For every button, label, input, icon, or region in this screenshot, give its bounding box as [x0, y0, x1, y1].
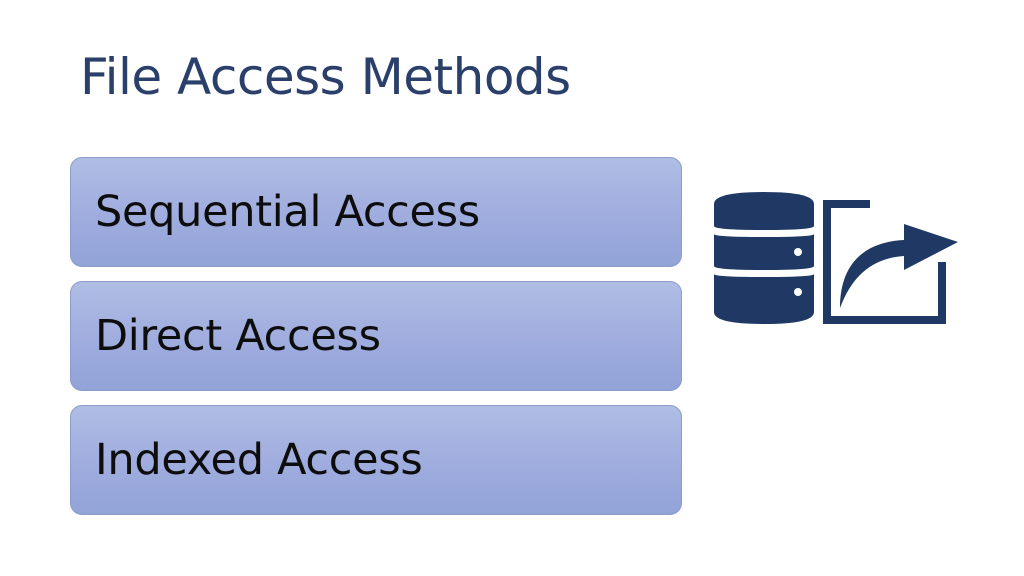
slide-title: File Access Methods	[80, 48, 571, 106]
method-box-direct: Direct Access	[70, 281, 682, 391]
method-label: Direct Access	[95, 311, 381, 361]
share-export-icon	[823, 200, 958, 324]
file-access-graphic	[714, 192, 958, 324]
method-box-indexed: Indexed Access	[70, 405, 682, 515]
method-box-sequential: Sequential Access	[70, 157, 682, 267]
access-methods-list: Sequential Access Direct Access Indexed …	[70, 157, 682, 529]
database-icon	[714, 192, 814, 324]
method-label: Sequential Access	[95, 187, 480, 237]
method-label: Indexed Access	[95, 435, 423, 485]
